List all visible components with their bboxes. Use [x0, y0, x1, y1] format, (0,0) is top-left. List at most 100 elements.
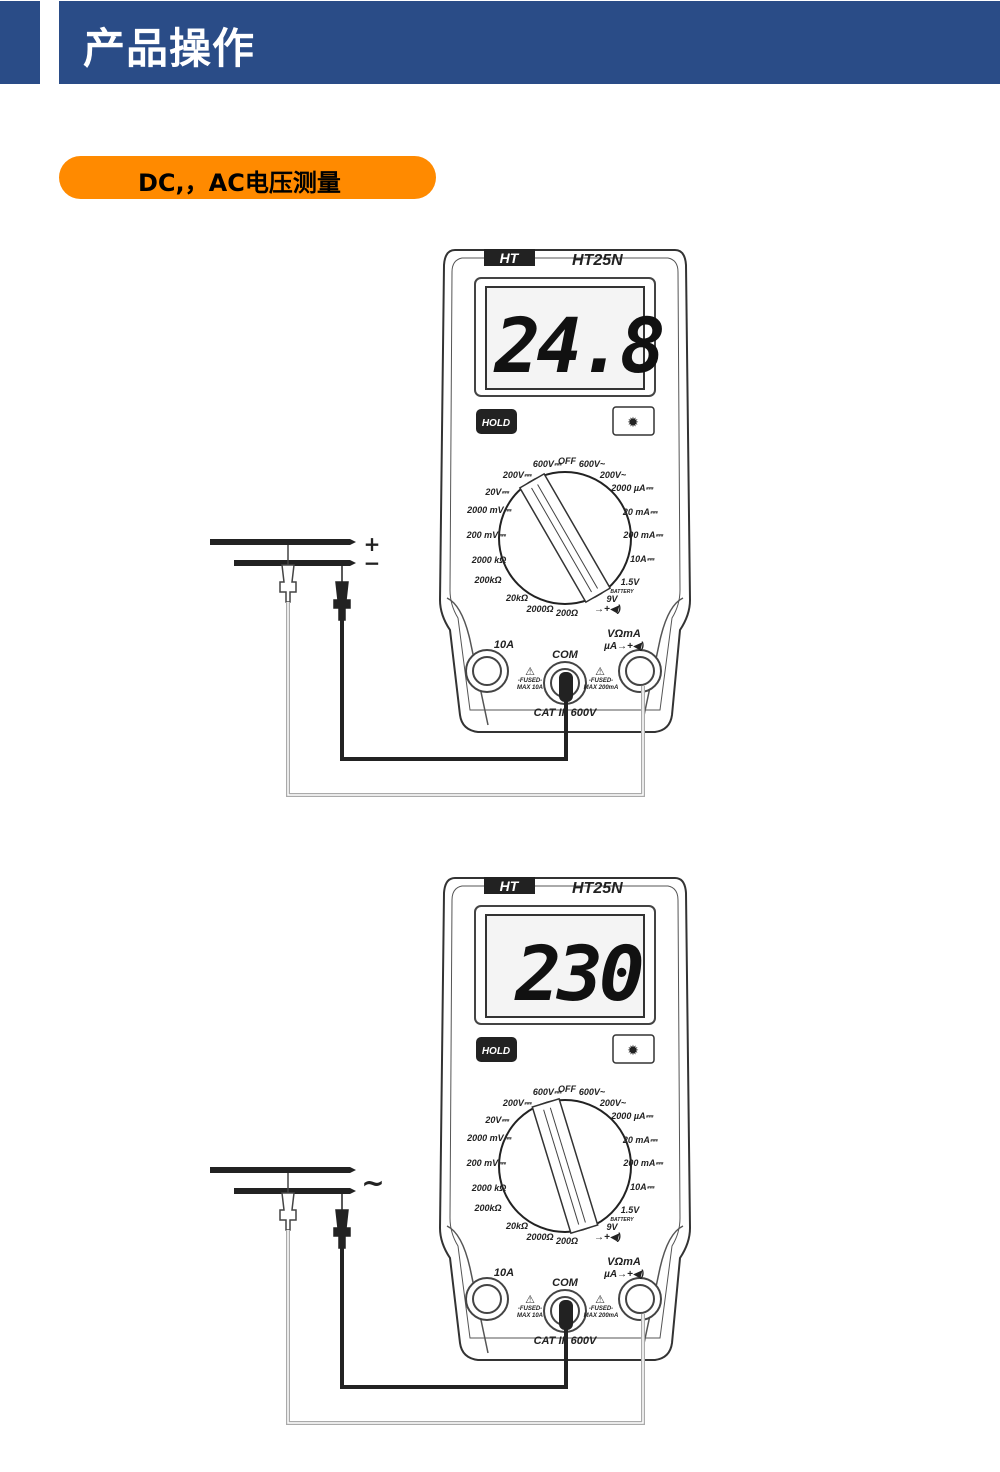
model-name: HT25N — [572, 252, 623, 269]
dial-label-left: 600V⎓ — [533, 1087, 563, 1097]
plus-symbol: + — [364, 532, 381, 556]
red-test-probe — [279, 545, 297, 603]
left-grip-line — [446, 1225, 489, 1354]
dial-label-right: 200V~ — [599, 1098, 627, 1108]
diode-buzzer-icon: →+◀) — [594, 1232, 622, 1243]
warning-icon: ⚠ — [595, 665, 605, 678]
dial-label-right: 1.5V — [621, 1205, 641, 1215]
page-title: 产品操作 — [83, 24, 256, 73]
red-test-probe — [279, 1173, 297, 1231]
dial-label-left: 200Ω — [555, 608, 578, 618]
dial-label-right: 10A⎓ — [630, 1182, 656, 1192]
header-accent-block — [0, 1, 40, 84]
fuse-label: MAX 200mA — [584, 1313, 619, 1319]
dial-label-left: 200V⎓ — [502, 470, 533, 480]
fuse-label: MAX 10A — [517, 685, 543, 691]
dial-pointer — [518, 472, 612, 604]
jack-label-com: COM — [552, 649, 579, 661]
black-test-probe — [333, 1194, 351, 1249]
fuse-label: MAX 10A — [517, 1313, 543, 1319]
dial-label-left: 20kΩ — [505, 1221, 528, 1231]
ac-symbol: ~ — [361, 1166, 384, 1199]
hold-button — [476, 1037, 517, 1062]
dial-label-left: 200kΩ — [473, 1203, 501, 1213]
fuse-label: -FUSED- — [518, 1306, 542, 1312]
warning-icon: ⚠ — [525, 1293, 535, 1306]
positive-conductor — [210, 1167, 356, 1173]
dial-label-right: BATTERY — [610, 1217, 634, 1223]
dial-label-right: 20 mA⎓ — [622, 1135, 659, 1145]
brand-logo-text: HT — [500, 878, 520, 894]
dial-label-right: 9V — [606, 1222, 618, 1232]
fuse-label: -FUSED- — [589, 1306, 613, 1312]
warning-icon: ⚠ — [525, 665, 535, 678]
positive-conductor — [210, 539, 356, 545]
brand-logo — [484, 877, 535, 894]
hold-button — [476, 409, 517, 434]
dial-label-right: 20 mA⎓ — [622, 507, 659, 517]
dial-pointer-line — [531, 487, 592, 593]
lcd-display — [485, 286, 645, 390]
lightbulb-icon: ✹ — [627, 1043, 639, 1059]
jack-label-10a: 10A — [494, 1267, 514, 1279]
left-grip-line — [446, 597, 489, 726]
dial-label-right: 200V~ — [599, 470, 627, 480]
fuse-label: -FUSED- — [589, 678, 613, 684]
dial-label-right: 200 mA⎓ — [622, 530, 664, 540]
dial-label-right: 2000 µA⎓ — [610, 483, 654, 493]
dial-label-left: 200V⎓ — [502, 1098, 533, 1108]
section-label-pill: DC,，AC电压测量 — [59, 156, 436, 199]
section-title: DC,，AC电压测量 — [138, 169, 341, 197]
dial-label-right: 9V — [606, 594, 618, 604]
meter-inner-outline — [449, 885, 681, 1339]
black-test-probe — [333, 566, 351, 621]
lcd-reading: 24.8 — [492, 301, 662, 390]
dial-label-left: 2000 kΩ — [471, 555, 507, 565]
dial-pointer-line — [537, 484, 599, 589]
dial-pointer-line — [543, 1109, 580, 1225]
dial-label-right: OFF — [558, 1084, 576, 1094]
backlight-button — [612, 406, 655, 436]
jack-label-10a: 10A — [494, 639, 514, 651]
warning-icon: ⚠ — [595, 1293, 605, 1306]
black-plug — [559, 1300, 573, 1330]
dial-label-right: 200 mA⎓ — [622, 1158, 664, 1168]
negative-conductor — [234, 560, 356, 566]
dial-pointer-line — [549, 1107, 586, 1223]
dial-label-left: 200kΩ — [473, 575, 501, 585]
dial-label-left: 2000 kΩ — [471, 1183, 507, 1193]
input-jack-inner — [625, 1284, 655, 1314]
header-bar: 产品操作 — [59, 1, 1000, 84]
negative-conductor — [234, 1188, 356, 1194]
lightbulb-icon: ✹ — [627, 415, 639, 431]
lcd-reading: 230 — [513, 929, 642, 1018]
dial-label-left: 20V⎓ — [484, 487, 510, 497]
dial-knob-ridge — [531, 1097, 599, 1235]
dial-label-left: 600V⎓ — [533, 459, 563, 469]
fuse-label: MAX 200mA — [584, 685, 619, 691]
meter-inner-outline — [449, 257, 681, 711]
dial-label-left: 20V⎓ — [484, 1115, 510, 1125]
jack-label-v: VΩmA — [607, 628, 641, 640]
red-test-lead-core — [287, 602, 644, 796]
right-grip-line — [641, 597, 684, 726]
black-test-lead — [340, 620, 568, 761]
dial-label-right: 1.5V — [621, 577, 641, 587]
dial-label-left: 200Ω — [555, 1236, 578, 1246]
dial-label-right: 10A⎓ — [630, 554, 656, 564]
dial-label-left: 2000 mV⎓ — [466, 1133, 513, 1143]
dial-label-left: 200 mV⎓ — [466, 530, 508, 540]
right-grip-line — [641, 1225, 684, 1354]
hold-button-label: HOLD — [482, 418, 510, 429]
minus-symbol: − — [364, 551, 381, 575]
diode-buzzer-icon: →+◀) — [594, 604, 622, 615]
jack-label-com: COM — [552, 1277, 579, 1289]
dial-label-left: 2000Ω — [525, 604, 553, 614]
dial-label-left: 200 mV⎓ — [466, 1158, 508, 1168]
input-jack-inner — [472, 1284, 502, 1314]
dial-label-right: 600V~ — [579, 1087, 606, 1097]
input-jack-inner — [625, 656, 655, 686]
black-plug — [559, 672, 573, 702]
